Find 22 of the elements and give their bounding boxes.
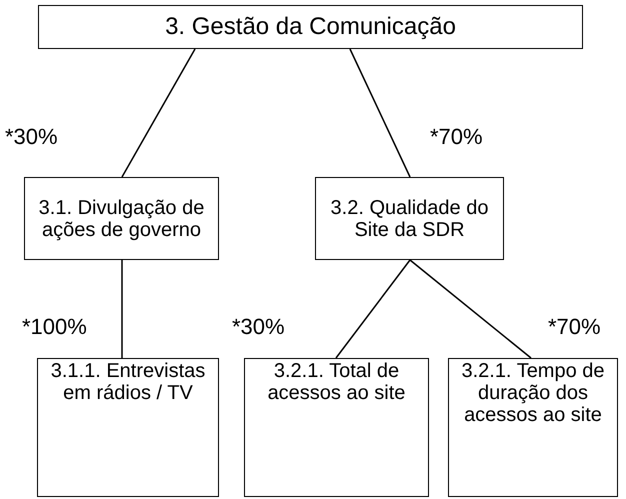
connector-line [121,260,123,358]
connector-line [349,48,411,178]
hierarchy-box [24,177,219,260]
box-label: 3.2. Qualidade do Site da SDR [330,196,490,240]
box-label: 3.2.1. Tempo de duração dos acessos ao site [460,360,606,426]
box-label: 3. Gestão da Comunicação [165,14,456,40]
hierarchy-box [448,358,618,497]
edge-label: *30% [232,314,285,340]
hierarchy-box [38,5,583,49]
connector-line [335,260,411,358]
box-label: 3.2.1. Total de acessos ao site [266,360,406,404]
box-label: 3.1. Divulgação de ações de governo [38,196,206,240]
connector-line [121,48,196,178]
edge-label: *70% [430,124,483,150]
box-label: 3.1.1. Entrevistas em rádios / TV [50,360,206,404]
edge-label: *30% [5,124,58,150]
edge-label: *70% [548,314,601,340]
hierarchy-box [315,177,504,260]
hierarchy-box [244,358,429,497]
connector-line [410,259,532,359]
hierarchy-box [37,358,219,497]
edge-label: *100% [22,314,87,340]
